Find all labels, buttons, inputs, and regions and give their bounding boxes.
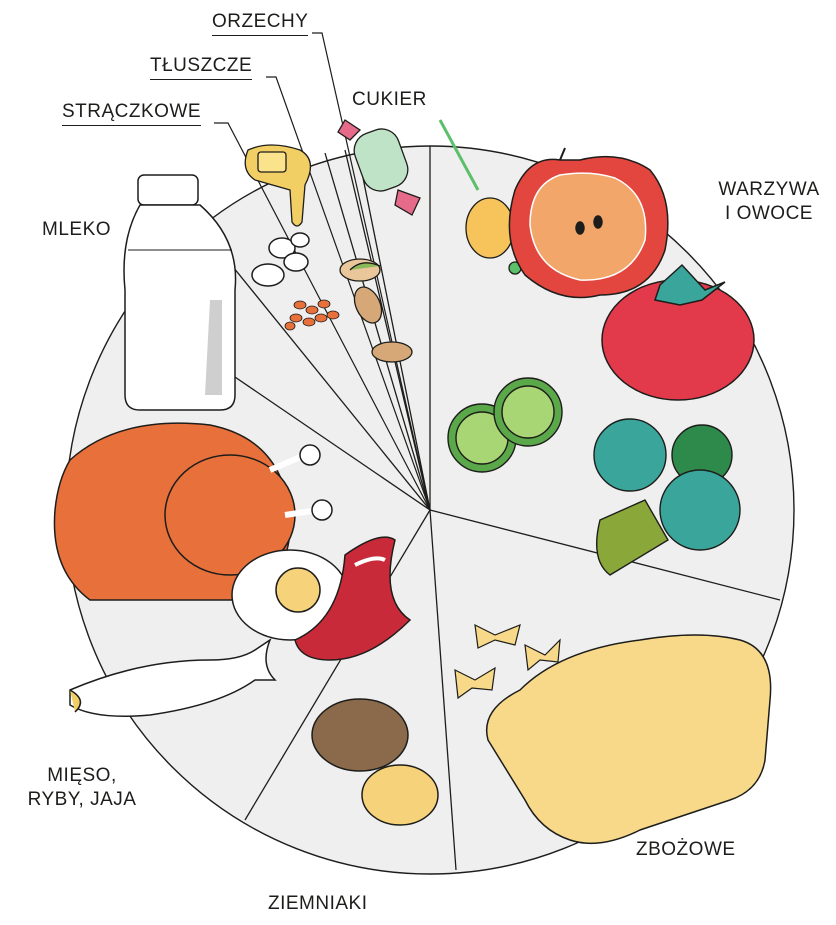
label-zbozowe: ZBOŻOWE <box>636 838 736 862</box>
label-straczkowe: STRĄCZKOWE <box>62 100 201 126</box>
apple-icon <box>509 148 667 298</box>
label-ziemniaki: ZIEMNIAKI <box>268 892 368 916</box>
label-mleko: MLEKO <box>42 218 111 242</box>
label-warzywa-line2: I OWOCE <box>714 202 824 226</box>
label-mieso-line2: RYBY, JAJA <box>16 788 148 812</box>
label-warzywa: WARZYWA I OWOCE <box>714 178 824 226</box>
label-tluszcze: TŁUSZCZE <box>150 54 252 80</box>
label-mieso: MIĘSO, RYBY, JAJA <box>16 764 148 812</box>
milk-bottle-icon <box>124 175 236 410</box>
label-cukier: CUKIER <box>352 88 427 112</box>
label-warzywa-line1: WARZYWA <box>714 178 824 202</box>
label-mieso-line1: MIĘSO, <box>16 764 148 788</box>
label-orzechy: ORZECHY <box>212 10 308 36</box>
